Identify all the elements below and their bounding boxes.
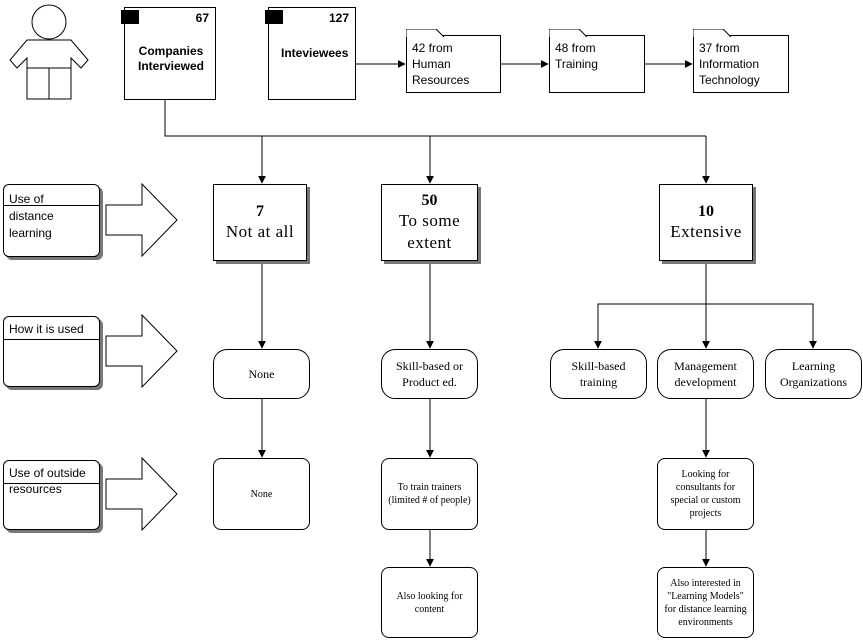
label-divider	[4, 339, 99, 340]
companies-label-line1: Companies	[138, 44, 204, 58]
row-label-line1: Use of outside	[9, 466, 86, 480]
further-line2: content	[414, 603, 445, 615]
further-line1: Also looking for	[396, 590, 463, 602]
resource-line1: Looking for	[681, 469, 730, 480]
dept-hr-line1: 42 from	[412, 41, 453, 55]
row-label-line2: resources	[9, 482, 62, 496]
arrow-right-icon	[105, 182, 179, 258]
usage-none: None	[213, 349, 310, 399]
usage-line2: development	[674, 375, 737, 389]
dept-hr-line3: Resources	[412, 73, 470, 87]
usage-skill-training: Skill-based training	[550, 349, 647, 399]
dept-training-line2: Training	[555, 57, 598, 71]
row-label-outside-resources: Use of outside resources	[3, 460, 100, 530]
row-label-how-used: How it is used	[3, 316, 100, 387]
arrow-right-icon	[105, 456, 179, 532]
interviewees-box: 127 Inteviewees	[265, 7, 356, 100]
usage-skill-product: Skill-based or Product ed.	[381, 349, 478, 399]
resource-line3: special or custom	[670, 495, 741, 506]
further-content: Also looking for content	[381, 567, 478, 638]
usage-line2: training	[579, 375, 618, 389]
companies-label-line2: Interviewed	[137, 59, 205, 73]
level-label-line1: To some	[398, 211, 461, 230]
folder-icon	[265, 10, 283, 24]
further-line4: environments	[678, 616, 733, 628]
level-label: Extensive	[670, 222, 742, 241]
dept-it-line1: 37 from	[699, 41, 740, 55]
level-count: 7	[256, 203, 264, 220]
resource-line1: To train trainers	[397, 482, 462, 493]
usage-line1: Learning	[791, 359, 836, 373]
level-label: Not at all	[225, 222, 295, 241]
usage-learning-org: Learning Organizations	[765, 349, 862, 399]
arrow-right-icon	[105, 313, 179, 389]
dept-it-folder: 37 from Information Technology	[693, 29, 789, 93]
dept-training-folder: 48 from Training	[549, 29, 645, 93]
level-not-at-all: 7 Not at all	[213, 184, 307, 261]
companies-count: 67	[195, 11, 209, 25]
further-learning-models: Also interested in "Learning Models" for…	[657, 567, 754, 638]
usage-line1: Skill-based or	[396, 359, 463, 373]
further-line1: Also interested in	[670, 577, 741, 589]
row-label-line1: Use of	[9, 192, 44, 206]
row-label-line2: distance	[9, 209, 54, 223]
dept-hr-line2: Human	[412, 57, 451, 71]
usage-line1: Management	[674, 359, 737, 373]
usage-line2: Organizations	[779, 375, 848, 389]
usage-line1: Skill-based	[571, 359, 626, 373]
level-count: 50	[421, 192, 438, 209]
row-label-line3: learning	[9, 226, 52, 240]
dept-hr-folder: 42 from Human Resources	[406, 29, 501, 93]
companies-label: Companies Interviewed	[125, 44, 217, 74]
resource-line2: consultants for	[675, 482, 736, 493]
folder-tab-icon	[406, 29, 452, 37]
dept-training-line1: 48 from	[555, 41, 596, 55]
resource-line2: (limited # of people)	[388, 495, 471, 506]
resource-line4: projects	[689, 508, 722, 519]
level-to-some-extent: 50 To some extent	[381, 184, 478, 261]
folder-tab-icon	[549, 29, 595, 37]
folder-icon	[121, 10, 139, 24]
usage-none-text: None	[248, 367, 275, 381]
level-extensive: 10 Extensive	[659, 184, 753, 261]
resource-none-text: None	[250, 488, 273, 500]
level-count: 10	[698, 203, 714, 220]
usage-line2: Product ed.	[402, 375, 457, 389]
further-line3: for distance learning	[664, 603, 747, 615]
folder-tab-icon	[693, 29, 739, 37]
usage-management: Management development	[657, 349, 754, 399]
person-icon	[4, 2, 92, 100]
dept-it-line3: Technology	[699, 73, 760, 87]
label-divider	[4, 205, 99, 206]
resource-consultants: Looking for consultants for special or c…	[657, 458, 754, 530]
companies-interviewed-box: 67 Companies Interviewed	[121, 7, 217, 100]
level-label-line2: extent	[407, 233, 452, 252]
resource-none: None	[213, 458, 310, 530]
interviewees-count: 127	[328, 11, 349, 25]
dept-it-line2: Information	[699, 57, 760, 71]
resource-train-trainers: To train trainers (limited # of people)	[381, 458, 478, 530]
interviewees-label: Inteviewees	[281, 46, 349, 60]
row-label-how-text: How it is used	[9, 322, 84, 336]
row-label-distance-learning: Use of distance learning	[3, 184, 100, 257]
label-divider	[4, 483, 99, 484]
further-line2: "Learning Models"	[667, 590, 744, 602]
